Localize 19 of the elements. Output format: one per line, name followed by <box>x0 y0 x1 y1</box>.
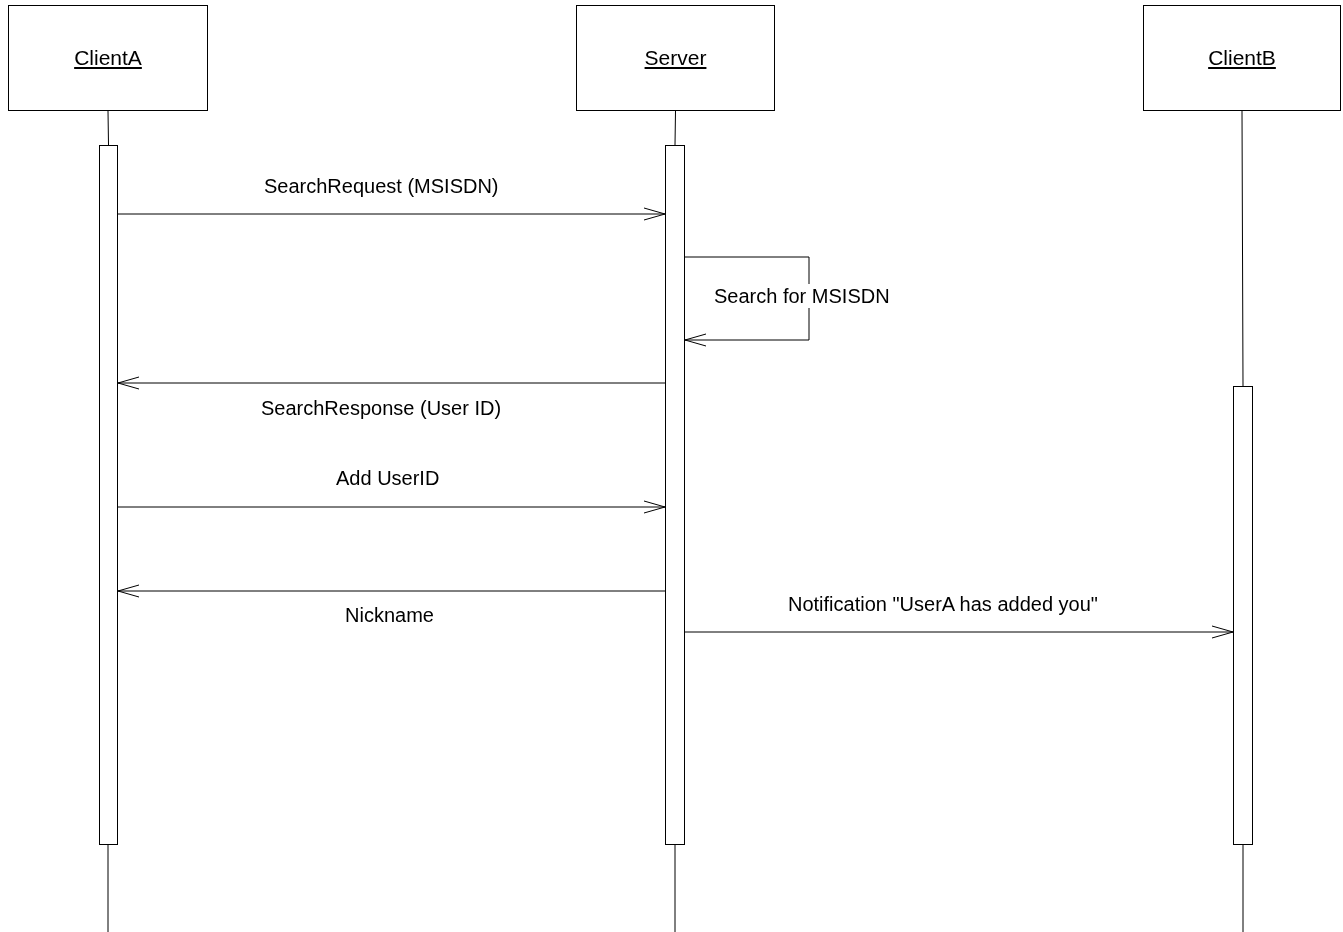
activation-bar <box>99 145 118 845</box>
message-label: Search for MSISDN <box>712 284 892 308</box>
participant-name: ClientB <box>1208 46 1276 70</box>
lifeline-header-box <box>576 5 775 111</box>
activation-bar <box>1233 386 1253 845</box>
message-arrow <box>117 584 666 598</box>
participant-name: Server <box>644 46 707 70</box>
lifeline-header-box <box>8 5 208 111</box>
message-arrow <box>117 376 666 390</box>
lifeline <box>674 110 676 146</box>
lifeline <box>1241 110 1244 387</box>
participant-name: ClientA <box>74 46 142 70</box>
message-arrow <box>684 625 1234 639</box>
lifeline <box>107 110 109 146</box>
message-arrow <box>117 500 666 514</box>
message-arrow <box>684 256 810 347</box>
lifeline-header-box <box>1143 5 1341 111</box>
message-arrow <box>117 207 666 221</box>
activation-bar <box>665 145 685 845</box>
